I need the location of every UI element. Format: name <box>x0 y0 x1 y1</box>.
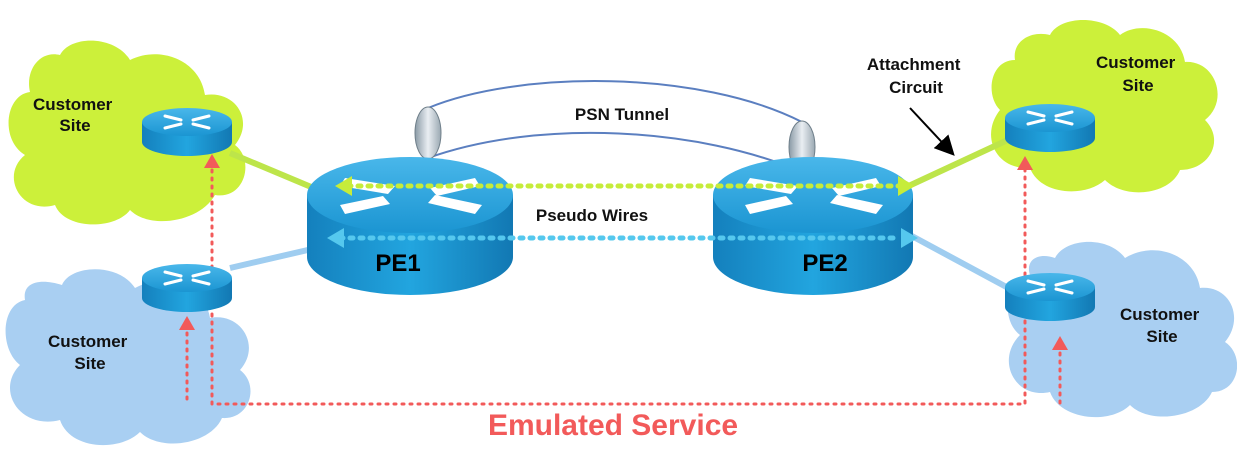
router-bottom-left <box>142 264 232 312</box>
svg-text:Customer Site: Customer Site <box>33 95 117 135</box>
site-top-right-line1: Customer <box>1096 53 1176 72</box>
link-blue-right <box>908 232 1014 293</box>
pseudo-wires-label: Pseudo Wires <box>536 206 648 225</box>
cloud-bottom-left <box>5 269 251 446</box>
svg-text:Customer Site: Customer Site <box>1120 305 1204 346</box>
svg-text:Attachment Circuit: Attachment Circuit <box>867 55 965 97</box>
site-bottom-left-line2: Site <box>74 354 105 373</box>
pseudo-wire-green <box>335 176 915 196</box>
site-top-left-line1: Customer <box>33 95 113 114</box>
router-icon <box>1026 110 1074 126</box>
psn-tunnel-label: PSN Tunnel <box>575 105 669 124</box>
attachment-circuit-line2: Circuit <box>889 78 943 97</box>
router-icon <box>163 270 211 286</box>
router-bottom-right <box>1005 273 1095 321</box>
svg-text:Customer Site: Customer Site <box>1096 53 1180 95</box>
router-icon <box>1026 279 1074 295</box>
emulated-service-label: Emulated Service <box>488 409 738 442</box>
emulated-arrow-bottom-left <box>179 316 195 330</box>
pe2-label: PE2 <box>802 250 847 277</box>
svg-text:Customer Site: Customer Site <box>48 332 132 373</box>
emulated-arrow-bottom-right <box>1052 336 1068 350</box>
attachment-arrow-icon <box>909 107 955 156</box>
pe1-label: PE1 <box>375 250 420 277</box>
pseudo-wire-blue <box>327 228 918 248</box>
router-icon <box>163 114 211 130</box>
site-bottom-right-line1: Customer <box>1120 305 1200 324</box>
tunnel-end-left <box>414 106 442 160</box>
emulated-arrow-top-left <box>204 154 220 168</box>
site-top-left-line2: Site <box>59 116 90 135</box>
router-top-right <box>1005 104 1095 152</box>
site-bottom-left-line1: Customer <box>48 332 128 351</box>
site-top-right-line2: Site <box>1122 76 1153 95</box>
cloud-top-left <box>8 40 246 225</box>
link-green-right <box>898 135 1014 193</box>
router-top-left <box>142 108 232 156</box>
cloud-bottom-right <box>1007 241 1237 417</box>
pe1-router <box>307 157 513 295</box>
attachment-circuit-line1: Attachment <box>867 55 961 74</box>
psn-tunnel <box>414 80 816 174</box>
site-bottom-right-line2: Site <box>1146 327 1177 346</box>
emulated-arrow-top-right <box>1017 156 1033 170</box>
